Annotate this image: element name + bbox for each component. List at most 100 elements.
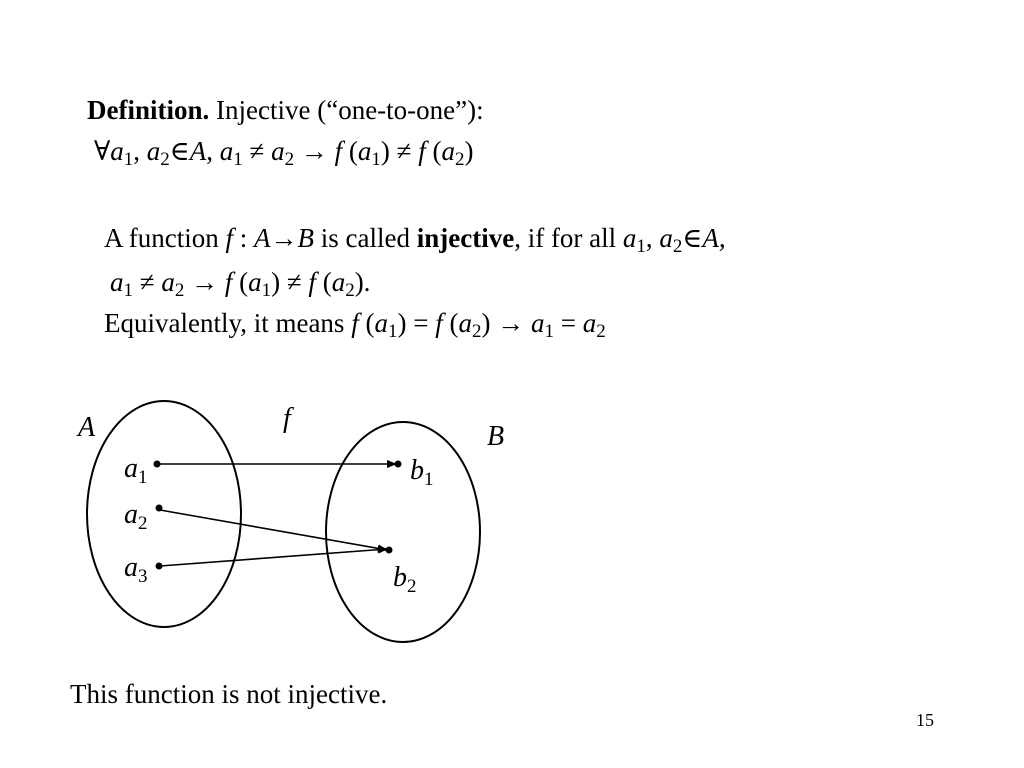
subscript: 2 — [454, 149, 465, 170]
subscript: 2 — [284, 149, 295, 170]
function-f: f — [418, 136, 426, 166]
subscript: 2 — [471, 321, 482, 342]
injective-term: injective — [416, 223, 515, 253]
text: , if for all — [514, 223, 623, 253]
label-b1: b1 — [410, 455, 434, 490]
set-A: A — [702, 223, 719, 253]
paren: ) — [481, 308, 491, 338]
element-of-symbol: ∈ — [169, 136, 190, 166]
comma: , — [718, 223, 726, 253]
var-a: a — [441, 136, 455, 166]
paren: ( — [232, 267, 249, 297]
function-f: f — [351, 308, 359, 338]
set-A-ellipse — [86, 400, 242, 628]
point-b2 — [385, 546, 393, 554]
subscript: 1 — [387, 321, 398, 342]
paren: ( — [315, 267, 332, 297]
label-b2: b2 — [393, 562, 417, 597]
paren: ( — [342, 136, 358, 166]
set-A: A — [254, 223, 271, 253]
paren: ( — [358, 308, 375, 338]
forall-symbol: ∀ — [94, 136, 111, 166]
var-a: a — [582, 308, 597, 338]
description-line-2: a1 ≠ a2 → f (a1) ≠ f (a2). — [110, 266, 370, 301]
var-a: a — [271, 136, 285, 166]
var-a: a — [357, 136, 372, 166]
set-A: A — [189, 136, 207, 166]
function-f: f — [224, 267, 233, 297]
maps-to-arrow: → — [270, 223, 298, 253]
var-b: b — [393, 562, 407, 593]
paren: ) — [271, 267, 281, 297]
definition-formula: ∀a1, a2∈A, a1 ≠ a2 → f (a1) ≠ f (a2) — [94, 135, 474, 170]
subscript: 2 — [174, 280, 185, 301]
arrow-a3-b2 — [159, 545, 388, 567]
label-a2: a2 — [124, 499, 148, 534]
function-f: f — [334, 136, 343, 166]
label-a1: a1 — [124, 453, 148, 488]
var-a: a — [124, 453, 138, 484]
implies-arrow: → — [294, 136, 335, 166]
set-B-ellipse — [325, 421, 481, 643]
paren: ( — [425, 136, 442, 166]
diagram-caption: This function is not injective. — [70, 679, 388, 709]
var-b: b — [410, 455, 424, 486]
paren: ) — [464, 136, 474, 166]
set-B-label: B — [487, 421, 505, 452]
subscript: 2 — [138, 513, 148, 534]
slide-number: 15 — [916, 710, 934, 730]
var-a: a — [458, 308, 472, 338]
var-a: a — [124, 499, 138, 530]
not-equal-symbol: ≠ — [242, 136, 272, 166]
subscript: 1 — [138, 467, 148, 488]
var-a: a — [219, 136, 234, 166]
subscript: 2 — [345, 280, 355, 301]
description-line-1: A function f : A→B is called injective, … — [104, 222, 726, 257]
subscript: 1 — [424, 469, 434, 490]
var-a: a — [530, 308, 545, 338]
equals-symbol: = — [406, 308, 436, 338]
equals-symbol: = — [553, 308, 583, 338]
subscript: 1 — [636, 236, 646, 257]
set-A-label: A — [78, 412, 96, 443]
subscript: 2 — [407, 576, 417, 597]
function-label: f — [283, 403, 291, 434]
element-of-symbol: ∈ — [682, 223, 703, 253]
arrow-a2-b2 — [159, 509, 388, 553]
set-B: B — [297, 223, 315, 253]
comma: , — [133, 136, 147, 166]
subscript: 1 — [261, 280, 272, 301]
definition-title: Injective (“one-to-one”): — [209, 95, 484, 125]
var-a: a — [110, 136, 124, 166]
not-equal-symbol: ≠ — [389, 136, 419, 166]
subscript: 3 — [138, 566, 148, 587]
paren: ( — [442, 308, 459, 338]
subscript: 1 — [371, 149, 381, 170]
point-a2 — [155, 504, 163, 512]
point-a3 — [155, 562, 163, 570]
text: Equivalently, it means — [104, 308, 352, 338]
colon: : — [233, 223, 255, 253]
implies-arrow: → — [490, 308, 531, 338]
point-b1 — [394, 460, 402, 468]
subscript: 1 — [123, 280, 134, 301]
not-equal-symbol: ≠ — [133, 267, 162, 297]
implies-arrow: → — [184, 267, 225, 297]
var-a: a — [374, 308, 388, 338]
description-line-3: Equivalently, it means f (a1) = f (a2) →… — [104, 307, 606, 342]
subscript: 1 — [544, 321, 554, 342]
paren: ) — [380, 136, 390, 166]
subscript: 2 — [672, 236, 683, 257]
subscript: 2 — [160, 149, 170, 170]
not-equal-symbol: ≠ — [280, 267, 309, 297]
label-a3: a3 — [124, 552, 148, 587]
text: is called — [314, 223, 417, 253]
subscript: 2 — [596, 321, 606, 342]
definition-heading: Definition. — [87, 95, 210, 125]
subscript: 1 — [123, 149, 134, 170]
var-a: a — [659, 223, 673, 253]
function-f: f — [225, 223, 234, 253]
point-a1 — [153, 460, 161, 468]
function-f: f — [435, 308, 443, 338]
